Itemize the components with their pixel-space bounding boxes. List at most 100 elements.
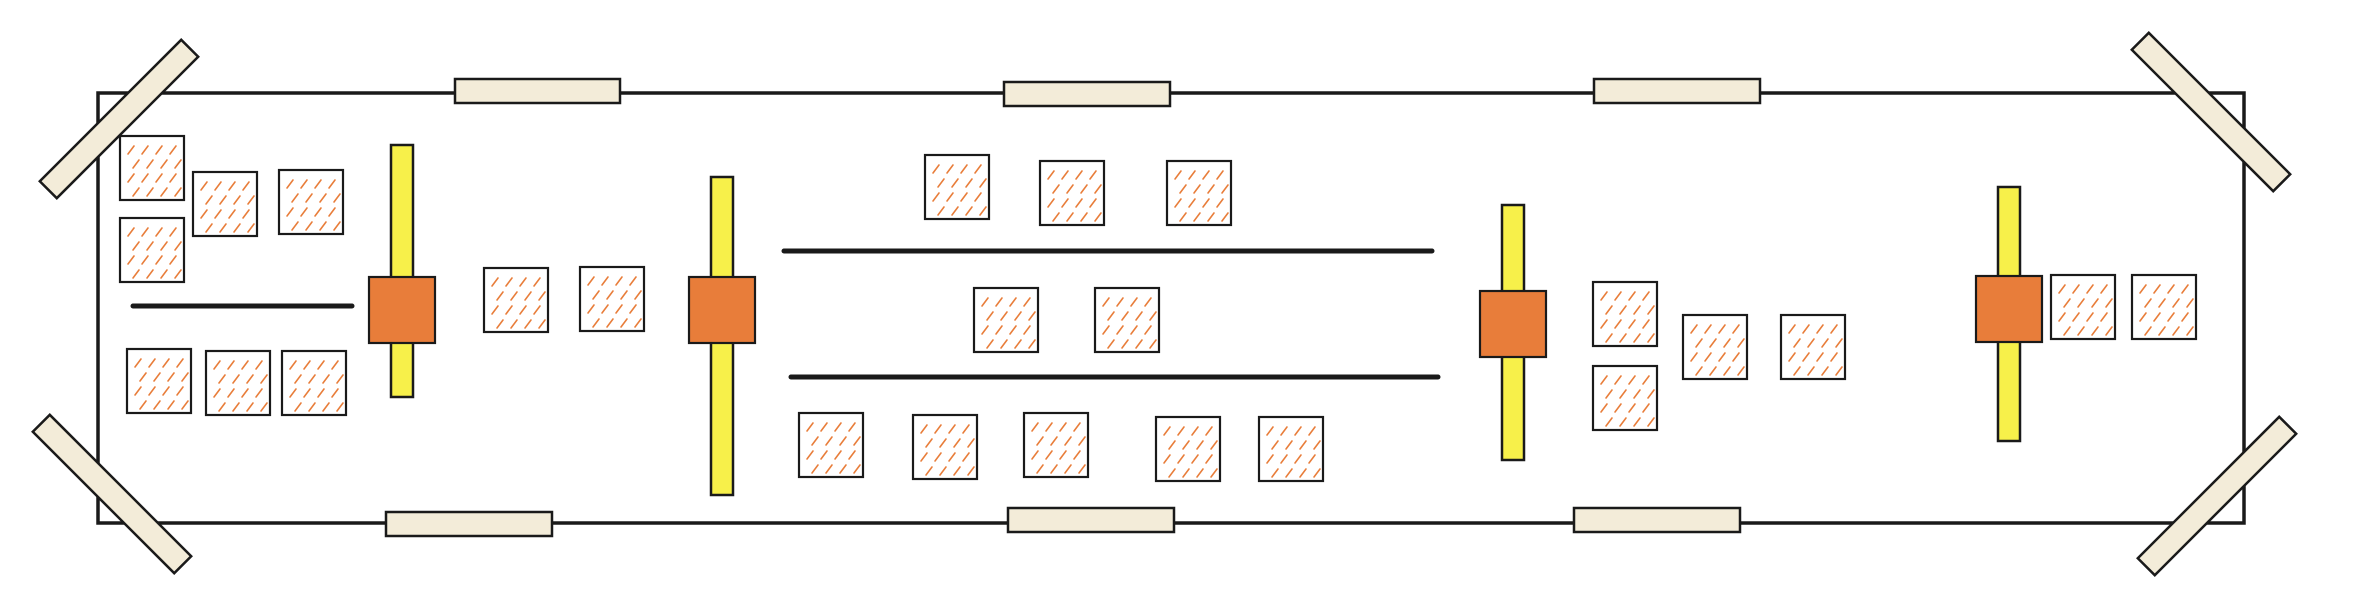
crate-hatch (965, 206, 973, 216)
crate-hatch (1633, 333, 1641, 343)
crate-hatch (1073, 422, 1081, 432)
crate-hatch (127, 145, 135, 155)
crate-hatch (629, 304, 637, 314)
crate-hatch (169, 255, 177, 265)
crate-4 (118, 216, 186, 284)
top-side-panel-2 (1002, 80, 1172, 108)
crate-hatch (1059, 450, 1067, 460)
crate-hatch (496, 319, 504, 329)
crate-hatch (205, 223, 213, 233)
crate-hatch (2077, 326, 2085, 336)
crate-hatch (228, 181, 236, 191)
crate-13 (972, 286, 1040, 354)
crate-hatch (939, 438, 947, 448)
crate-hatch (333, 221, 341, 231)
crate-hatch (1089, 198, 1097, 208)
crate-hatch (2153, 312, 2161, 322)
crate-hatch (260, 402, 268, 412)
crate-hatch (986, 311, 994, 321)
crate-hatch (1205, 454, 1213, 464)
crate-hatch (986, 339, 994, 349)
corner-brace-bottom-left-shape (31, 413, 193, 575)
crate-hatch (300, 179, 308, 189)
crate-hatch (834, 450, 842, 460)
crate-hatch (314, 179, 322, 189)
crate-hatch (2063, 298, 2071, 308)
crate-hatch (1066, 184, 1074, 194)
crate-hatch (1144, 297, 1152, 307)
crate-24 (2049, 273, 2117, 341)
pole-1-hub (367, 275, 437, 345)
crate-hatch (1036, 436, 1044, 446)
crate-hatch (811, 436, 819, 446)
crate-hatch (1196, 440, 1204, 450)
crate-hatch (134, 358, 142, 368)
crate-hatch (1718, 352, 1726, 362)
crate-hatch (1191, 426, 1199, 436)
crate-22 (1779, 313, 1847, 381)
crate-hatch (2167, 312, 2175, 322)
crate-hatch (1642, 403, 1650, 413)
crate-5 (125, 347, 193, 415)
crate-hatch (951, 206, 959, 216)
crate-hatch (491, 277, 499, 287)
crate-hatch (1266, 426, 1274, 436)
crate-hatch (213, 388, 221, 398)
crate-hatch (214, 209, 222, 219)
crate-hatch (932, 192, 940, 202)
crate-hatch (510, 319, 518, 329)
crate-hatch (300, 207, 308, 217)
crate-hatch (1821, 338, 1829, 348)
crate-hatch (1695, 366, 1703, 376)
crate-hatch (1163, 426, 1171, 436)
crate-hatch (127, 255, 135, 265)
crate-hatch (806, 450, 814, 460)
crate-hatch (1605, 417, 1613, 427)
crate-hatch (1174, 198, 1182, 208)
crate-hatch (587, 304, 595, 314)
crate-7 (280, 349, 348, 417)
crate-hatch (155, 255, 163, 265)
crate-hatch (1619, 333, 1627, 343)
crate-hatch (634, 290, 642, 300)
crate-hatch (1628, 319, 1636, 329)
crate-hatch (214, 181, 222, 191)
crate-hatch (1207, 184, 1215, 194)
crate-hatch (1061, 170, 1069, 180)
crate-hatch (331, 388, 339, 398)
crate-hatch (1075, 198, 1083, 208)
crate-hatch (962, 452, 970, 462)
corner-brace-top-left-shape (38, 38, 200, 200)
crate-hatch (1014, 339, 1022, 349)
crate-hatch (2063, 326, 2071, 336)
crate-hatch (289, 388, 297, 398)
crate-hatch (1052, 212, 1060, 222)
crate-hatch (853, 464, 861, 474)
crate-hatch (2091, 326, 2099, 336)
crate-hatch (1690, 352, 1698, 362)
crate-hatch (1723, 366, 1731, 376)
crate-hatch (2186, 298, 2194, 308)
bottom-side-panel-2 (1006, 506, 1176, 534)
crate-hatch (1619, 389, 1627, 399)
crate-hatch (974, 164, 982, 174)
crate-hatch (146, 269, 154, 279)
crate-hatch (305, 221, 313, 231)
crate-2 (191, 170, 259, 238)
crate-hatch (160, 159, 168, 169)
crate-hatch (1205, 426, 1213, 436)
crate-hatch (227, 388, 235, 398)
crate-hatch (1690, 324, 1698, 334)
crate-hatch (1294, 426, 1302, 436)
crate-hatch (979, 178, 987, 188)
crate-hatch (820, 450, 828, 460)
crate-hatch (328, 207, 336, 217)
crate-hatch (1207, 212, 1215, 222)
crate-hatch (1210, 468, 1218, 478)
crate-hatch (317, 360, 325, 370)
crate-hatch (1023, 325, 1031, 335)
crate-hatch (181, 372, 189, 382)
crate-8 (482, 266, 550, 334)
crate-hatch (934, 452, 942, 462)
crate-hatch (1116, 297, 1124, 307)
